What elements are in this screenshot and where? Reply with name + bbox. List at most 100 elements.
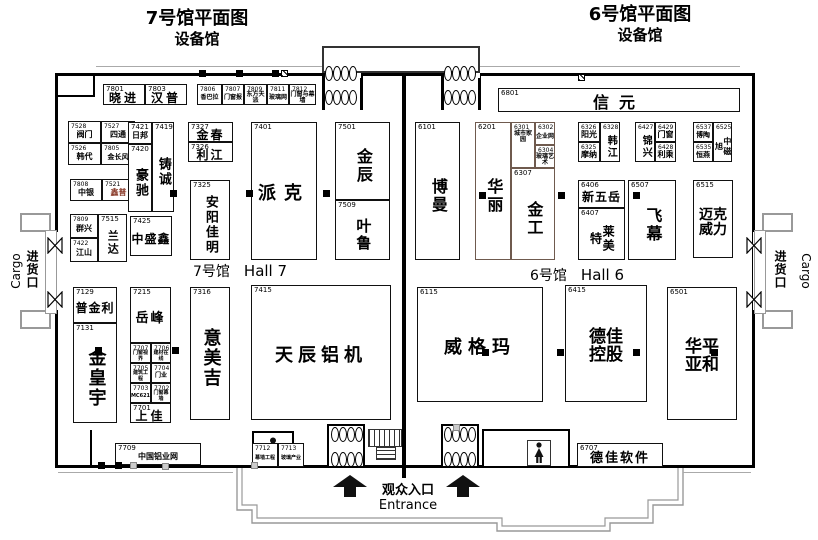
booth-name: 香巴拉 xyxy=(200,93,219,101)
booth-name: 华丽 xyxy=(484,177,504,214)
booth-number: 7527 xyxy=(104,123,120,130)
double-door-icon xyxy=(444,452,476,467)
booth-number: 7807 xyxy=(225,86,241,93)
entrance-label-cn: 观众入口 xyxy=(381,483,434,498)
booth-number: 7325 xyxy=(193,181,211,189)
wall xyxy=(478,73,481,110)
booth-name: 上佳 xyxy=(135,409,166,423)
booth-number: 6501 xyxy=(670,288,688,296)
booth-name: 铸诚 xyxy=(155,156,171,187)
wall xyxy=(402,46,406,478)
double-door-icon xyxy=(444,427,476,442)
booth-name: 博曼 xyxy=(428,177,448,214)
hall6-label-en: Hall 6 xyxy=(580,266,625,284)
booth-name: 幕墙工程 xyxy=(254,454,275,461)
booth-name: 玻璃网 xyxy=(268,93,287,101)
booth-name: 威格玛 xyxy=(444,336,516,358)
booth-name: 叶鲁 xyxy=(354,217,373,252)
hall7-title-line1: 7号馆平面图 xyxy=(145,8,249,29)
booth-name: 中国铝业网 xyxy=(138,452,178,462)
door-leaf xyxy=(333,66,341,81)
door-leaf xyxy=(347,452,355,467)
booth-number: 7420 xyxy=(131,145,149,153)
booth-number: 6415 xyxy=(568,286,586,294)
booth-6501: 6501 华平 亚和 xyxy=(667,287,737,420)
booth-name: 四通 xyxy=(110,130,126,140)
booth-name: 鑫普 xyxy=(110,188,127,198)
cargo-ramp xyxy=(20,310,51,329)
booth-name: 摩纳 xyxy=(581,150,597,160)
door-leaf xyxy=(355,427,363,442)
outline xyxy=(58,472,233,473)
booth-name: 阀门 xyxy=(76,130,93,140)
door-leaf xyxy=(325,66,333,81)
booth-name: 天辰铝机 xyxy=(275,344,367,366)
booth-number: 6515 xyxy=(696,181,714,189)
booth-number: 7422 xyxy=(73,240,89,247)
double-door-icon xyxy=(444,66,476,81)
booth-name: 中磁旭 xyxy=(714,136,732,157)
pillar-hatched xyxy=(281,70,288,77)
booth-number: 6328 xyxy=(603,124,619,131)
booth-name: 豪驰 xyxy=(132,167,148,198)
booth-number: 7811 xyxy=(270,86,286,93)
booth-number: 7705 xyxy=(133,365,149,372)
booth-name: 门窗 xyxy=(657,130,674,140)
door-leaf xyxy=(347,427,355,442)
pillar xyxy=(633,192,640,199)
booth-number: 7526 xyxy=(71,145,87,152)
hall7-label: 7号馆 Hall 7 xyxy=(193,261,287,281)
booth-name: 普金利 xyxy=(75,301,115,316)
booth-7325: 7325 安阳佳明 xyxy=(190,180,230,260)
door-leaf xyxy=(341,90,349,105)
door-leaf xyxy=(333,90,341,105)
booth-name: 江山 xyxy=(76,248,92,258)
booth-name: 安阳佳明 xyxy=(202,194,218,255)
booth-name: 玻璃产业 xyxy=(280,454,301,461)
booth-name: 金长风 xyxy=(107,152,129,161)
up-arrow-icon xyxy=(446,475,480,498)
booth-number: 6304 xyxy=(538,147,554,154)
booth-number: 6427 xyxy=(638,124,654,131)
booth-number: 6525 xyxy=(716,124,732,131)
booth-number: 7421 xyxy=(131,123,149,131)
booth-number: 6537 xyxy=(696,124,712,131)
booth-number: 6325 xyxy=(581,144,597,151)
booth-name: 门窗幕墙 xyxy=(153,390,169,402)
booth-name: 兰达 xyxy=(106,229,120,256)
double-door-icon xyxy=(331,452,363,467)
booth-name: 门窗视界 xyxy=(132,350,148,362)
booth-number: 6307 xyxy=(514,169,532,177)
booth-name: 中银 xyxy=(78,188,94,198)
booth-number: 6428 xyxy=(658,144,674,151)
booth-number: 7801 xyxy=(106,85,124,93)
pillar xyxy=(95,347,102,354)
booth-number: 7812 xyxy=(292,86,308,93)
booth-number: 7327 xyxy=(191,123,209,131)
booth-name: 华平 亚和 xyxy=(685,337,719,375)
pillar-hatched xyxy=(578,74,585,81)
booth-name: 派克 xyxy=(258,183,310,205)
double-door-icon xyxy=(444,90,476,105)
pillar-gray xyxy=(130,462,137,469)
booth-number: 7706 xyxy=(154,345,170,352)
outline xyxy=(683,472,751,473)
pillar xyxy=(479,192,486,199)
